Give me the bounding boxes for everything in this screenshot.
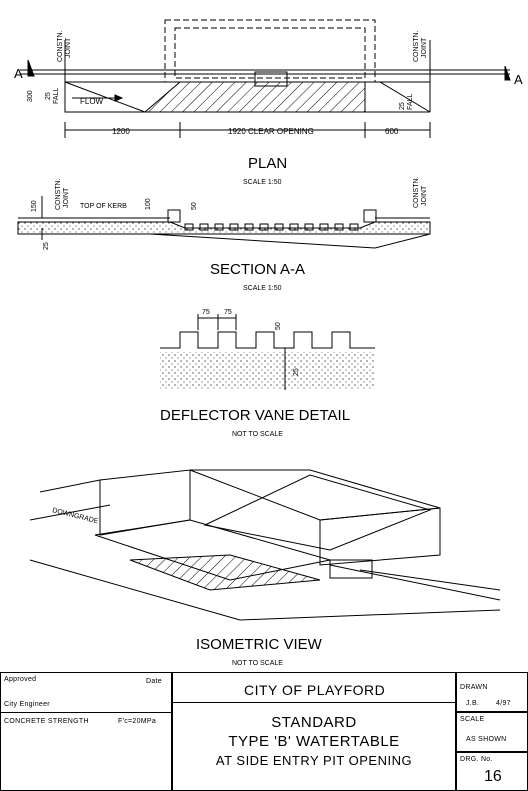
approval-cell	[0, 672, 172, 791]
council-name: CITY OF PLAYFORD	[244, 682, 386, 698]
title-divider	[172, 702, 456, 703]
isometric-view	[29, 469, 501, 621]
section-view	[17, 196, 431, 249]
drawing-title-line1: STANDARD	[271, 714, 357, 731]
isometric-downgrade: DOWNGRADE	[52, 507, 100, 525]
drawing-number-value: 16	[484, 768, 502, 785]
scale-label: SCALE	[460, 716, 485, 723]
plan-constn-joint-left-1: CONSTN.	[57, 30, 64, 62]
plan-labels: A A CONSTN. JOINT CONSTN. JOINT 300 25 F…	[14, 30, 523, 186]
section-constn-joint-right-2: JOINT	[421, 185, 428, 206]
deflector-title: DEFLECTOR VANE DETAIL	[160, 407, 350, 424]
plan-flow-label: FLOW	[80, 97, 104, 106]
engineering-drawing: A A CONSTN. JOINT CONSTN. JOINT 300 25 F…	[14, 19, 523, 667]
deflector-dim-75a: 75	[202, 309, 210, 316]
section-scale: SCALE 1:50	[243, 285, 282, 292]
section-constn-joint-left-2: JOINT	[63, 187, 70, 208]
plan-fall-right-2: FALL	[407, 94, 414, 110]
isometric-title: ISOMETRIC VIEW	[196, 636, 323, 653]
concrete-strength-label: CONCRETE STRENGTH	[4, 718, 89, 725]
scale-value: AS SHOWN	[466, 736, 507, 743]
section-dim-50: 50	[191, 202, 198, 210]
plan-constn-joint-left-2: JOINT	[65, 37, 72, 58]
drawing-title-line2: TYPE 'B' WATERTABLE	[228, 733, 400, 750]
drawing-title-line3: AT SIDE ENTRY PIT OPENING	[215, 753, 413, 768]
drawn-label: DRAWN	[460, 684, 488, 691]
section-constn-joint-right-1: CONSTN.	[413, 176, 420, 208]
plan-dim-1200: 1200	[112, 127, 130, 136]
section-dim-25: 25	[43, 242, 50, 250]
approval-divider	[0, 712, 172, 713]
deflector-dim-50: 50	[275, 322, 282, 330]
section-vanes	[184, 223, 359, 231]
plan-fall-left-2: FALL	[53, 88, 60, 104]
plan-scale: SCALE 1:50	[243, 179, 282, 186]
plan-dim-600: 600	[385, 127, 399, 136]
concrete-strength-value: F'c=20MPa	[118, 718, 157, 725]
drawn-date: 4/97	[496, 700, 511, 707]
drawn-value: J.B.	[466, 700, 480, 707]
approved-label: Approved	[4, 676, 37, 683]
date-label: Date	[146, 678, 162, 685]
section-constn-joint-left-1: CONSTN.	[55, 178, 62, 210]
plan-constn-joint-right-2: JOINT	[421, 37, 428, 58]
plan-dim-clear-opening: 1920 CLEAR OPENING	[228, 127, 314, 136]
section-title: SECTION A-A	[210, 261, 305, 278]
city-engineer-label: City Engineer	[4, 701, 50, 708]
section-top-of-kerb: TOP OF KERB	[80, 203, 127, 210]
deflector-dim-25: 25	[293, 368, 300, 376]
plan-title: PLAN	[248, 155, 287, 172]
section-dim-150: 150	[31, 200, 38, 212]
title-block: Approved Date City Engineer CONCRETE STR…	[0, 672, 528, 791]
deflector-labels: 75 75 50 25 DEFLECTOR VANE DETAIL NOT TO…	[160, 309, 350, 438]
plan-dim-300: 300	[27, 90, 34, 102]
section-dim-100: 100	[145, 198, 152, 210]
drawing-number-label: DRG. No.	[460, 756, 493, 763]
isometric-labels: DOWNGRADE ISOMETRIC VIEW NOT TO SCALE	[52, 507, 323, 667]
plan-section-marker-left: A	[14, 66, 23, 81]
plan-fall-right-1: 25	[399, 102, 406, 110]
plan-section-marker-right: A	[514, 72, 523, 87]
section-labels: 150 25 CONSTN. JOINT TOP OF KERB 100 50 …	[31, 176, 428, 292]
plan-view	[20, 19, 511, 138]
deflector-dim-75b: 75	[224, 309, 232, 316]
deflector-scale: NOT TO SCALE	[232, 431, 283, 438]
plan-fall-left-1: 25	[45, 92, 52, 100]
plan-constn-joint-right-1: CONSTN.	[413, 30, 420, 62]
isometric-scale: NOT TO SCALE	[232, 660, 283, 667]
deflector-view	[160, 314, 375, 390]
